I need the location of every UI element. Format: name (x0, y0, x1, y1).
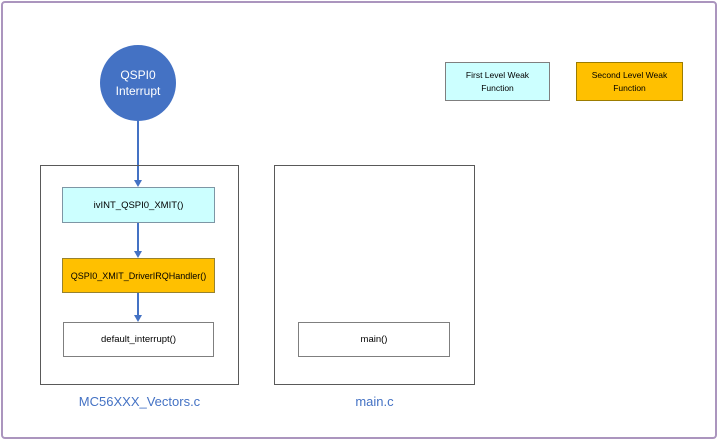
arrow-interrupt-to-first-level (134, 121, 142, 187)
arrow-second-level-to-default (134, 293, 142, 322)
first-level-function-box: ivINT_QSPI0_XMIT() (62, 187, 215, 223)
main-function-label: main() (360, 334, 388, 345)
arrow-first-to-second-level (134, 223, 142, 258)
legend-second-level-label: Second Level Weak Function (591, 69, 668, 93)
vectors-container (40, 165, 239, 385)
default-interrupt-label: default_interrupt() (101, 334, 176, 345)
second-level-function-label: QSPI0_XMIT_DriverIRQHandler() (70, 270, 207, 281)
interrupt-node-label: QSPI0 Interrupt (115, 67, 161, 98)
legend-first-level-label: First Level Weak Function (465, 69, 530, 93)
main-file-label: main.c (355, 394, 394, 409)
second-level-function-box: QSPI0_XMIT_DriverIRQHandler() (62, 258, 215, 293)
legend-second-level-weak: Second Level Weak Function (576, 62, 683, 101)
main-function-box: main() (298, 322, 450, 357)
interrupt-node: QSPI0 Interrupt (100, 45, 176, 121)
default-interrupt-box: default_interrupt() (63, 322, 214, 357)
first-level-function-label: ivINT_QSPI0_XMIT() (93, 199, 184, 211)
main-container (274, 165, 475, 385)
vectors-file-label: MC56XXX_Vectors.c (78, 394, 201, 409)
legend-first-level-weak: First Level Weak Function (445, 62, 550, 101)
